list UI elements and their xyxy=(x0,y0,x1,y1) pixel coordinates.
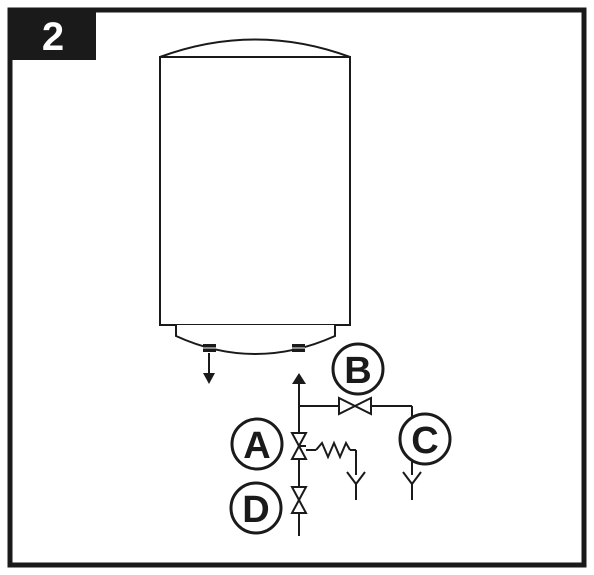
step-number: 2 xyxy=(42,15,64,59)
callout-c: C xyxy=(398,412,452,466)
callout-b-circle xyxy=(331,342,385,396)
outlet-arrow xyxy=(203,353,215,384)
callout-b-letter: B xyxy=(344,350,371,392)
safety-valve-a xyxy=(290,432,308,460)
step-badge-background xyxy=(10,10,96,60)
callout-a-circle xyxy=(230,417,284,471)
tank-body xyxy=(159,56,351,326)
hot-water-outlet-fitting xyxy=(203,344,216,352)
callout-d: D xyxy=(229,481,283,535)
callout-b: B xyxy=(331,342,385,396)
step-badge: 2 xyxy=(10,10,96,60)
drain-funnel-left xyxy=(346,471,366,500)
tank-top-dome xyxy=(159,38,351,58)
callout-a: A xyxy=(230,417,284,471)
callout-c-letter: C xyxy=(411,420,438,462)
inlet-arrow xyxy=(292,373,306,384)
drain-funnel-c xyxy=(402,471,422,500)
cold-water-inlet-fitting xyxy=(292,344,305,352)
callout-d-circle xyxy=(229,481,283,535)
valve-d xyxy=(290,486,308,514)
valve-b xyxy=(338,396,372,416)
callout-c-circle xyxy=(398,412,452,466)
water-heater-tank xyxy=(159,38,351,355)
callout-d-letter: D xyxy=(242,489,269,531)
callout-a-letter: A xyxy=(243,425,270,467)
